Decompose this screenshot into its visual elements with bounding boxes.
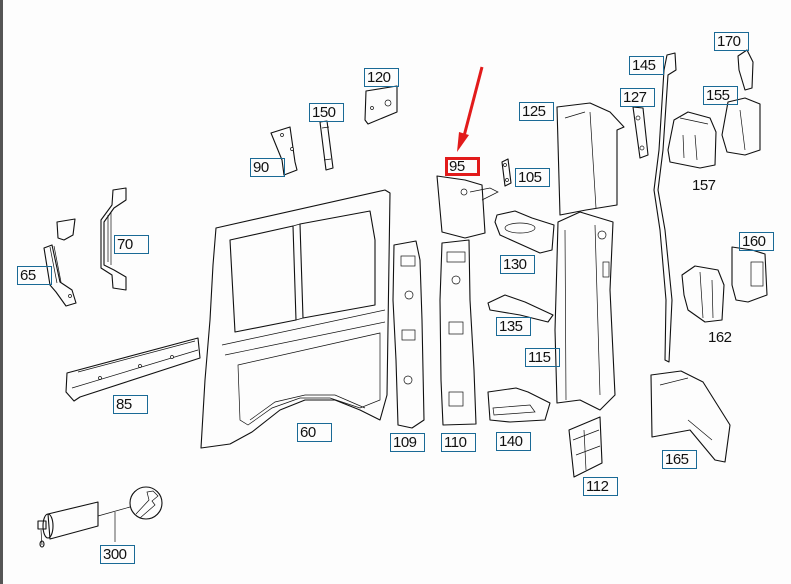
callout-130[interactable]: 130 bbox=[500, 255, 535, 274]
callout-70[interactable]: 70 bbox=[114, 235, 149, 254]
part-95[interactable] bbox=[436, 175, 499, 239]
callout-150[interactable]: 150 bbox=[309, 103, 344, 122]
callout-60[interactable]: 60 bbox=[297, 423, 332, 442]
callout-135[interactable]: 135 bbox=[496, 317, 531, 336]
part-165[interactable] bbox=[650, 370, 731, 463]
part-155[interactable] bbox=[721, 97, 761, 156]
part-120[interactable] bbox=[364, 85, 398, 125]
callout-115[interactable]: 115 bbox=[525, 348, 560, 367]
callout-105[interactable]: 105 bbox=[515, 168, 550, 187]
part-65[interactable] bbox=[43, 218, 77, 307]
callout-120[interactable]: 120 bbox=[364, 68, 399, 87]
callout-127[interactable]: 127 bbox=[620, 88, 655, 107]
part-140[interactable] bbox=[487, 387, 551, 423]
part-150[interactable] bbox=[319, 120, 334, 171]
part-127[interactable] bbox=[632, 106, 649, 159]
callout-65[interactable]: 65 bbox=[17, 266, 52, 285]
callout-85[interactable]: 85 bbox=[113, 395, 148, 414]
part-160[interactable] bbox=[731, 246, 768, 303]
callout-160[interactable]: 160 bbox=[739, 232, 774, 251]
callout-95-highlighted[interactable]: 95 bbox=[445, 157, 480, 176]
callout-170[interactable]: 170 bbox=[714, 32, 749, 51]
callout-112[interactable]: 112 bbox=[583, 477, 618, 496]
wrench-icon bbox=[129, 486, 163, 520]
callout-90[interactable]: 90 bbox=[250, 158, 285, 177]
part-170[interactable] bbox=[737, 49, 754, 91]
callout-155[interactable]: 155 bbox=[703, 86, 738, 105]
part-105[interactable] bbox=[501, 158, 512, 187]
part-85[interactable] bbox=[65, 337, 201, 402]
part-135[interactable] bbox=[487, 294, 554, 323]
part-70[interactable] bbox=[100, 187, 127, 291]
callout-300[interactable]: 300 bbox=[100, 545, 135, 564]
callout-157[interactable]: 157 bbox=[692, 177, 716, 194]
callout-109[interactable]: 109 bbox=[390, 433, 425, 452]
callout-145[interactable]: 145 bbox=[629, 56, 664, 75]
part-130[interactable] bbox=[494, 210, 555, 254]
part-157[interactable] bbox=[667, 111, 717, 169]
part-125[interactable] bbox=[556, 102, 625, 216]
callout-110[interactable]: 110 bbox=[441, 433, 476, 452]
callout-140[interactable]: 140 bbox=[496, 432, 531, 451]
callout-125[interactable]: 125 bbox=[519, 102, 554, 121]
left-frame-border bbox=[0, 0, 3, 584]
part-162[interactable] bbox=[681, 265, 725, 323]
red-arrow-icon bbox=[457, 66, 484, 152]
part-145[interactable] bbox=[653, 52, 677, 363]
adhesive-tube-icon bbox=[47, 501, 99, 540]
part-115[interactable] bbox=[554, 211, 616, 411]
part-300[interactable] bbox=[37, 486, 163, 548]
part-60[interactable] bbox=[200, 189, 391, 449]
part-110[interactable] bbox=[439, 239, 477, 426]
part-109[interactable] bbox=[392, 240, 425, 429]
callout-162[interactable]: 162 bbox=[708, 329, 732, 346]
callout-165[interactable]: 165 bbox=[662, 450, 697, 469]
part-90[interactable] bbox=[270, 126, 298, 176]
part-112[interactable] bbox=[568, 416, 603, 478]
